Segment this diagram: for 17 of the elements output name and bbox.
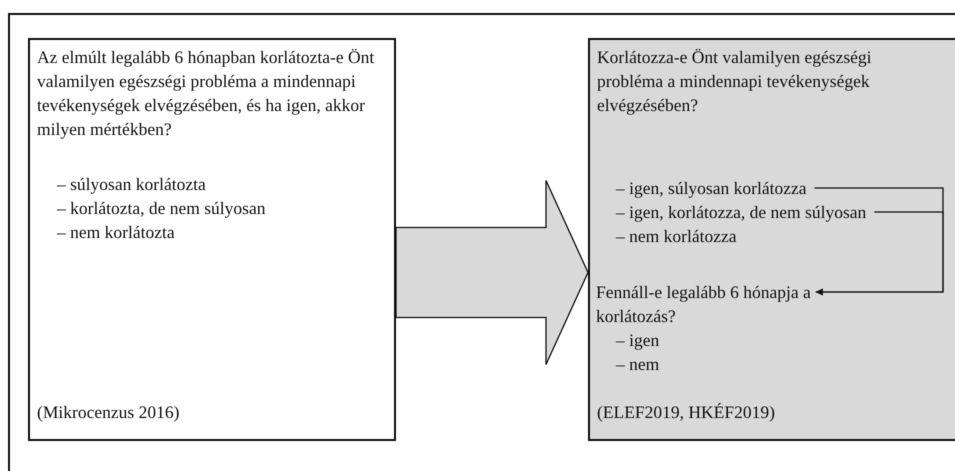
answer-option: – igen, korlátozza, de nem súlyosan bbox=[596, 200, 866, 224]
answer-option: – súlyosan korlátozta bbox=[37, 172, 206, 196]
answer-option: – igen bbox=[596, 328, 660, 352]
question-text: Az elmúlt legalább 6 hónapban korlátozta-e Önt valamilyen egészségi probléma a mindennapi tevékenységek elvégzésében, és ha igen, akkor milyen mértékben? bbox=[37, 46, 376, 141]
source-note: (ELEF2019, HKÉF2019) bbox=[597, 401, 775, 424]
answer-option: – nem korlátozza bbox=[596, 224, 737, 248]
block-arrow bbox=[395, 180, 589, 366]
question-box bbox=[28, 38, 396, 441]
answer-option: – nem bbox=[596, 352, 660, 376]
question-text: Fennáll-e legalább 6 hónapja a korlátozás? bbox=[596, 281, 812, 328]
question-box bbox=[588, 38, 955, 441]
source-note: (Mikrocenzus 2016) bbox=[37, 401, 180, 424]
bracket-arrow bbox=[816, 211, 944, 296]
answer-option: – igen, súlyosan korlátozza bbox=[596, 176, 807, 200]
answer-option: – korlátozta, de nem súlyosan bbox=[37, 196, 266, 220]
question-text: Korlátozza-e Önt valamilyen egészségi probléma a mindennapi tevékenységek elvégzésében? bbox=[597, 46, 873, 117]
answer-option: – nem korlátozta bbox=[37, 220, 175, 244]
